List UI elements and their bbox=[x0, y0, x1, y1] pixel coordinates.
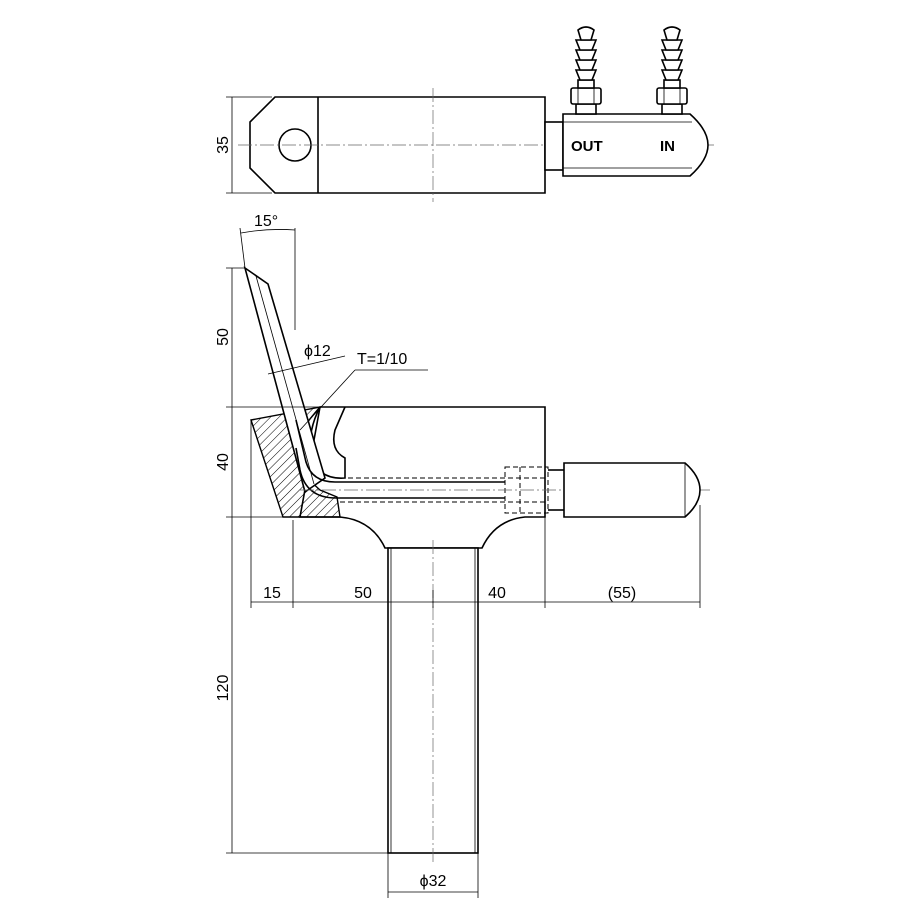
port-label-out: OUT bbox=[571, 138, 603, 155]
svg-text:40: 40 bbox=[215, 453, 232, 471]
svg-text:15: 15 bbox=[263, 585, 281, 602]
svg-text:(55): (55) bbox=[608, 585, 636, 602]
svg-text:35: 35 bbox=[215, 136, 232, 154]
dimension-stem-length: 120 bbox=[215, 517, 388, 854]
manifold-block bbox=[562, 113, 709, 177]
side-handle bbox=[563, 462, 701, 518]
taper-callout: T=1/10 bbox=[299, 351, 428, 431]
svg-text:T=1/10: T=1/10 bbox=[357, 351, 407, 368]
svg-text:40: 40 bbox=[488, 585, 506, 602]
svg-text:120: 120 bbox=[215, 675, 232, 702]
hose-fitting-out bbox=[570, 26, 602, 115]
port-label-in: IN bbox=[660, 138, 675, 155]
dimension-stem-dia: ϕ32 bbox=[387, 853, 479, 898]
dimension-top-height: 35 bbox=[215, 96, 272, 194]
dimension-widths: 15 50 40 (55) bbox=[250, 420, 701, 608]
front-view: 15° 50 ϕ12 T=1/10 40 bbox=[215, 213, 712, 898]
svg-text:50: 50 bbox=[215, 328, 232, 346]
dimension-tip-length: 50 bbox=[215, 267, 320, 408]
top-view: OUT IN 35 bbox=[215, 26, 715, 202]
dimension-bore-dia: ϕ12 bbox=[267, 343, 346, 375]
svg-text:ϕ32: ϕ32 bbox=[420, 873, 447, 890]
svg-text:15°: 15° bbox=[254, 213, 278, 230]
hose-fitting-in bbox=[656, 26, 688, 115]
dimension-head-height: 40 bbox=[215, 407, 300, 518]
svg-text:ϕ12: ϕ12 bbox=[304, 343, 331, 360]
svg-text:50: 50 bbox=[354, 585, 372, 602]
dimension-angle: 15° bbox=[239, 213, 296, 330]
